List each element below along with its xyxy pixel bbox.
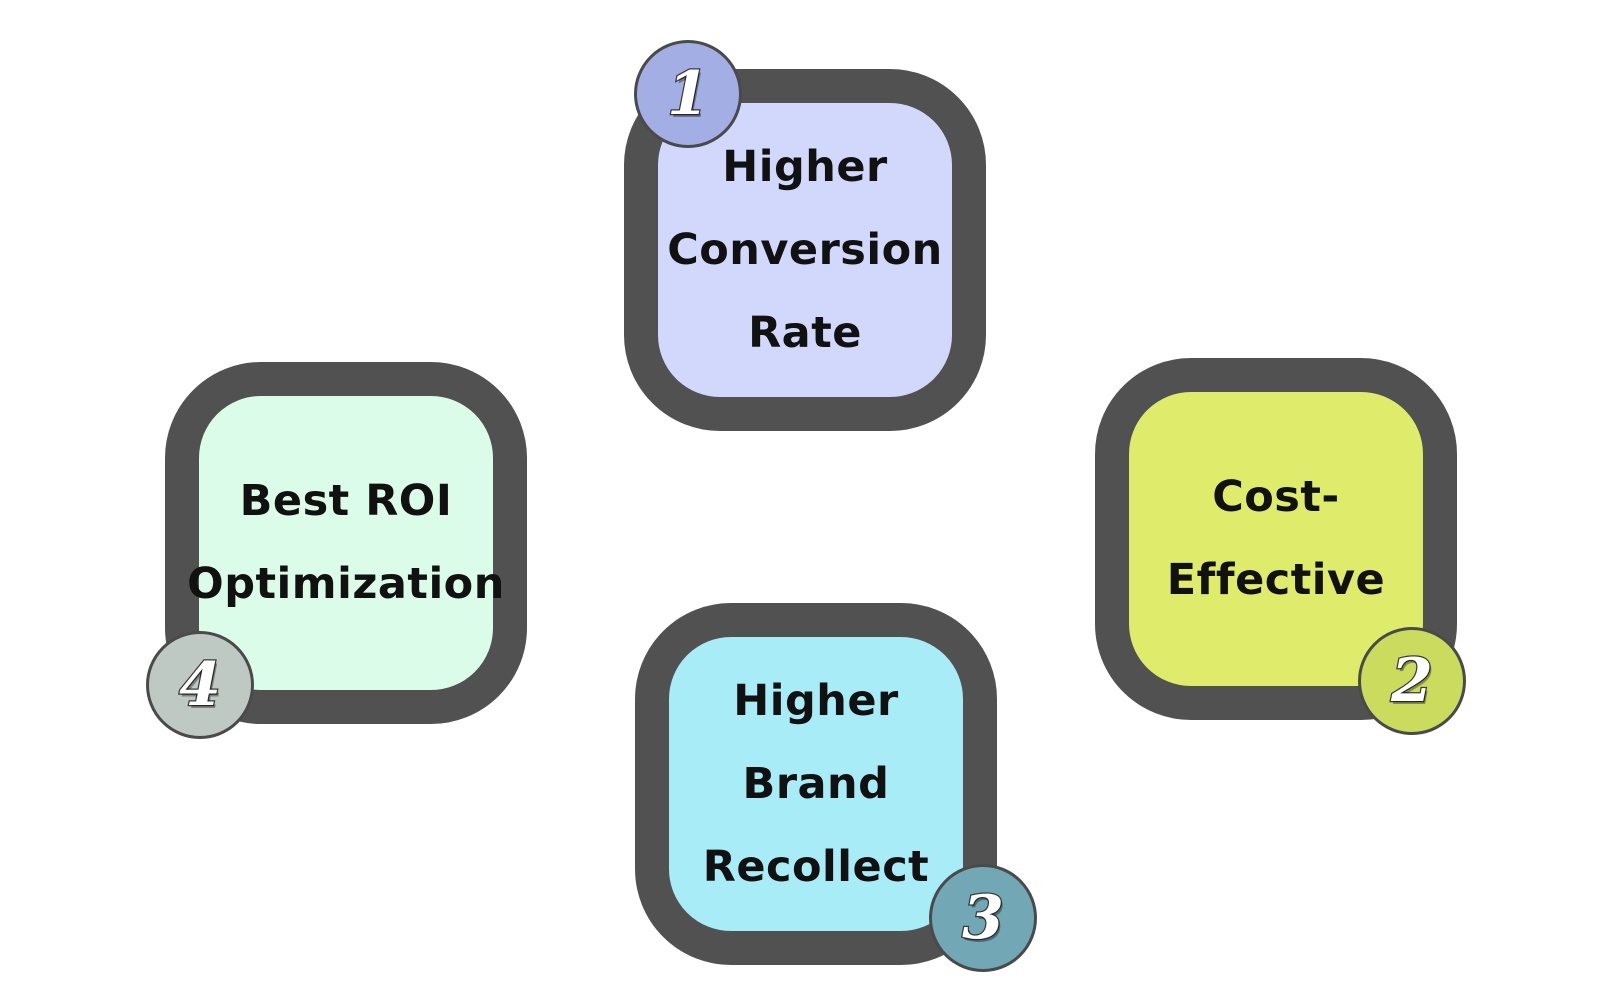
number-badge-1: 1 [634,40,742,148]
number-badge-2: 2 [1358,627,1466,735]
benefit-label: Higher Brand Recollect [702,675,930,892]
number-badge-4: 4 [146,631,254,739]
benefit-label: Best ROI Optimization [187,476,505,609]
benefit-card-higher-brand-recollect: Higher Brand Recollect [635,603,997,965]
benefit-label: Higher Conversion Rate [667,141,943,358]
number-badge-3: 3 [929,864,1037,972]
benefit-label: Cost- Effective [1166,472,1386,605]
benefit-card-cost-effective: Cost- Effective [1095,358,1457,720]
